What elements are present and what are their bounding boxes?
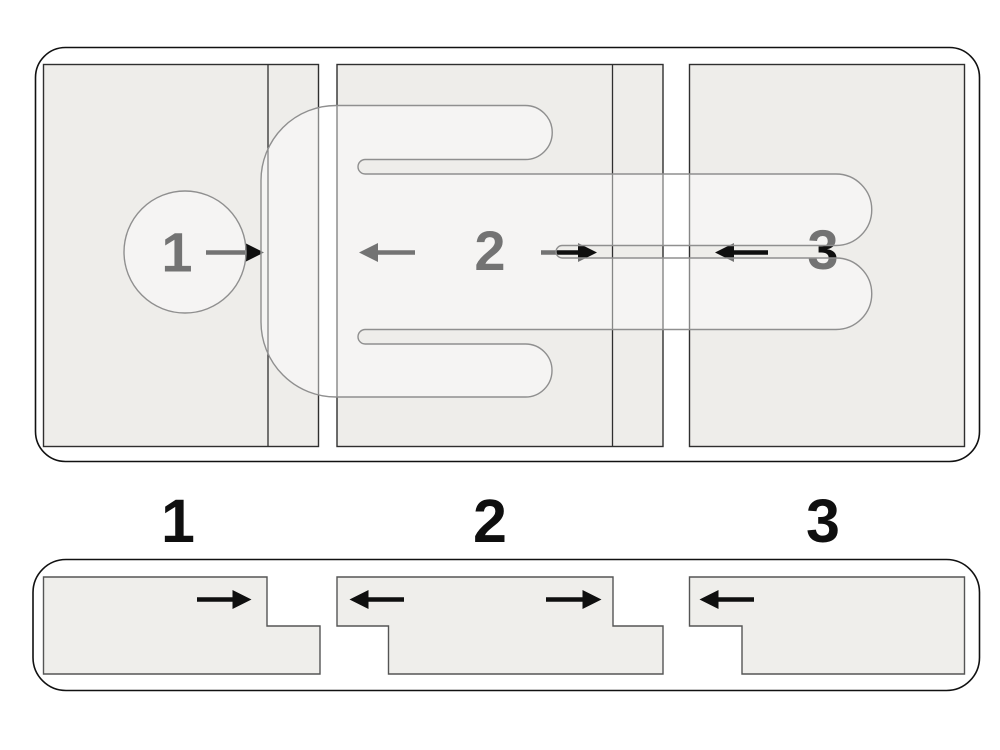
step-1-label: 1 bbox=[161, 221, 192, 284]
panels bbox=[42, 63, 966, 448]
arrow-right-icon bbox=[206, 243, 264, 262]
person-body bbox=[260, 104, 873, 398]
top-view-diagram: 1 2 3 bbox=[34, 46, 981, 463]
arrow-left-icon bbox=[359, 243, 415, 262]
step-annotations: 1 2 3 bbox=[161, 218, 838, 284]
plank-1-label: 1 bbox=[161, 487, 195, 555]
arrow-left-icon bbox=[715, 243, 768, 262]
panel-2 bbox=[336, 63, 664, 448]
plank-1 bbox=[42, 576, 321, 675]
plank-2-label: 2 bbox=[473, 487, 507, 555]
arrow-right-icon bbox=[546, 590, 602, 609]
arrow-left-icon bbox=[699, 590, 754, 609]
planks bbox=[42, 576, 966, 675]
person-head bbox=[123, 190, 247, 314]
arrow-right-icon bbox=[197, 590, 252, 609]
arrow-left-icon bbox=[349, 590, 404, 609]
person-figure bbox=[123, 104, 873, 398]
step-2-label: 2 bbox=[474, 219, 505, 282]
plank-3-label: 3 bbox=[806, 487, 840, 555]
panel-3 bbox=[688, 63, 966, 448]
plank-labels: 1 2 3 bbox=[161, 487, 840, 555]
panel-1 bbox=[42, 63, 320, 448]
plank-3 bbox=[688, 576, 966, 675]
cross-section-diagram: 1 2 3 bbox=[32, 487, 981, 692]
plank-arrows bbox=[197, 590, 754, 609]
arrow-right-icon bbox=[541, 243, 597, 262]
step-3-label: 3 bbox=[807, 218, 838, 281]
